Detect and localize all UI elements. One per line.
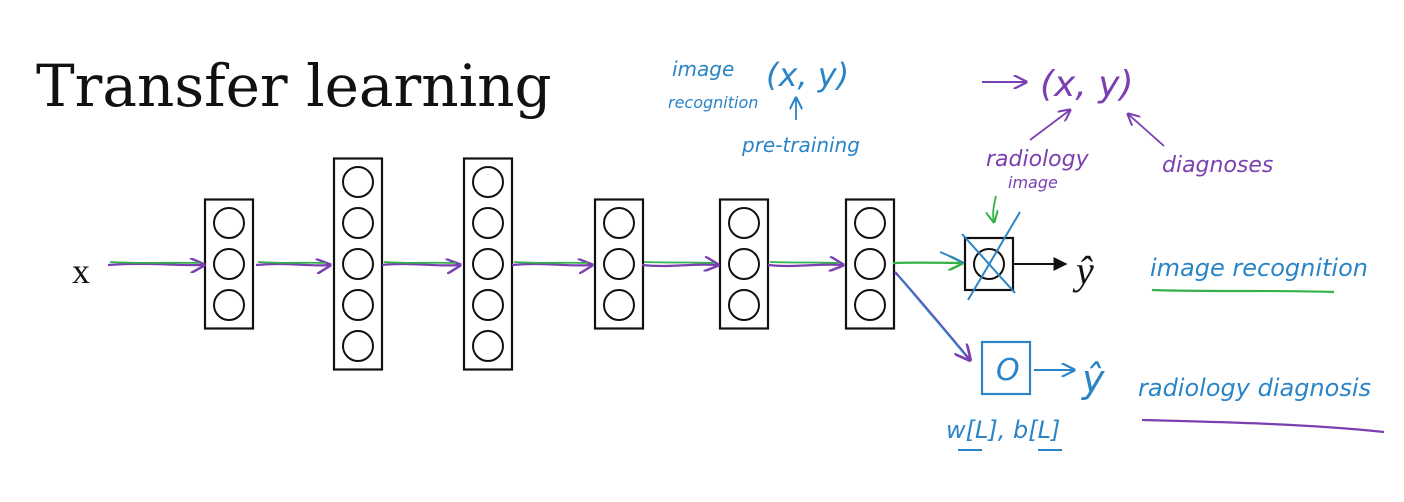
forward-arrows: [107, 261, 970, 360]
neuron: [213, 289, 245, 321]
arrow-purple-5: [767, 265, 843, 266]
pretrain-label: pre-training: [741, 133, 860, 157]
underline-image-recognition: [1151, 288, 1335, 294]
layer-4: [593, 198, 645, 330]
radiology-image-green-arrow: [993, 195, 996, 222]
cross-out-line-b: [967, 211, 1021, 301]
neuron: [472, 207, 504, 239]
new-task-output-label: diagnoses: [1162, 153, 1273, 178]
new-output-node: O: [980, 340, 1032, 396]
arrow-green-2: [383, 261, 457, 264]
neuron: [728, 289, 760, 321]
neuron: [213, 207, 245, 239]
neuron: [854, 207, 886, 239]
neuron: [472, 330, 504, 362]
arrow-purple-4: [641, 265, 718, 266]
label-radiology-diagnosis: radiology diagnosis: [1138, 374, 1371, 402]
input-label: x: [72, 251, 90, 291]
neuron: [854, 248, 886, 280]
blue-incoming-stroke: [939, 251, 965, 264]
neuron: [472, 248, 504, 280]
new-output-yhat: ŷ: [1081, 357, 1105, 401]
network-layers: [203, 157, 896, 371]
arrow-green-4: [643, 261, 715, 264]
neuron: [472, 166, 504, 198]
layer-1: [203, 198, 255, 330]
pretraining-annotation: image recognition (x, y) pre-training: [668, 56, 860, 157]
new-output-node-label: O: [996, 353, 1020, 388]
page-title: Transfer learning: [36, 52, 552, 120]
underline-radiology-diagnosis: [1141, 418, 1385, 434]
pretrain-recognition-word: recognition: [668, 93, 758, 112]
layer-6: [844, 198, 896, 330]
new-task-input-line1: radiology: [986, 147, 1090, 172]
arrow-to-new-output-blue: [897, 274, 966, 356]
neuron: [472, 289, 504, 321]
neuron: [728, 248, 760, 280]
neuron: [603, 207, 635, 239]
arrow-green-3: [513, 261, 589, 264]
right-labels: image recognition radiology diagnosis: [1138, 254, 1385, 434]
layer-5: [718, 198, 770, 330]
arrow-purple-3: [511, 264, 592, 265]
pretrain-image-word: image: [672, 57, 734, 81]
new-task-input-arrow: [1029, 110, 1070, 141]
new-task-pair: (x, y): [1040, 64, 1134, 105]
neuron: [854, 289, 886, 321]
new-params-label: w[L], b[L]: [946, 416, 1060, 444]
neuron: [603, 248, 635, 280]
old-output-node: [939, 211, 1021, 301]
label-image-recognition: image recognition: [1150, 254, 1368, 282]
neuron: [342, 207, 374, 239]
neuron: [213, 248, 245, 280]
pretrain-pair: (x, y): [766, 56, 849, 94]
arrow-green-0: [109, 261, 201, 264]
layer-3: [462, 157, 514, 371]
new-task-input-line2: image: [1008, 173, 1058, 192]
neuron: [728, 207, 760, 239]
neuron: [342, 289, 374, 321]
neuron: [342, 166, 374, 198]
neuron: [603, 289, 635, 321]
arrow-purple-0: [107, 264, 204, 265]
top-output-yhat: ŷ: [1072, 248, 1094, 293]
neuron: [342, 248, 374, 280]
arrow-purple-1: [255, 264, 330, 265]
layer-2: [332, 157, 384, 371]
neuron: [342, 330, 374, 362]
new-task-annotation: (x, y) radiology image diagnoses: [982, 64, 1273, 222]
arrow-purple-2: [381, 264, 460, 265]
arrow-green-1: [257, 261, 327, 264]
new-task-output-arrow: [1128, 114, 1165, 147]
arrow-green-5: [769, 261, 840, 264]
